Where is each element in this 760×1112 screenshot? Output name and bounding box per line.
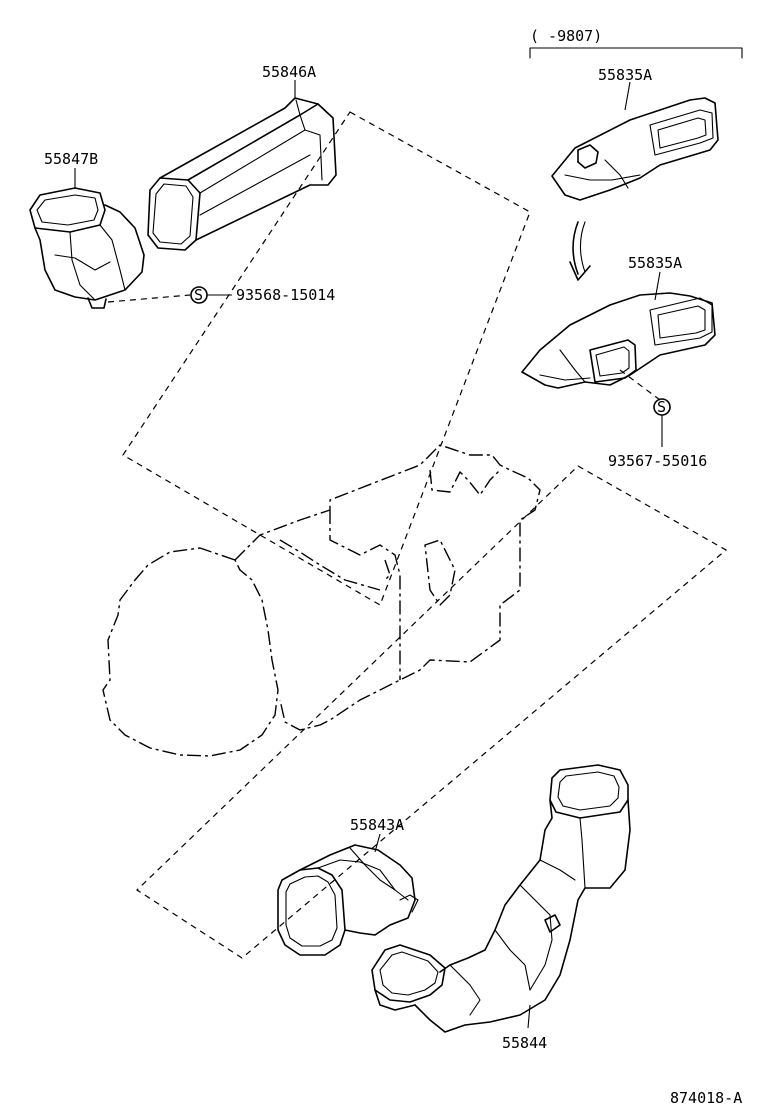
label-55844: 55844 (502, 1034, 547, 1052)
label-55846A: 55846A (262, 63, 316, 81)
label-93568-15014: 93568-15014 (236, 286, 335, 304)
date-range-label: ( -9807) (530, 27, 602, 45)
duct-55847B (29, 187, 145, 309)
upper-assembly-boundary (122, 111, 531, 606)
label-55835A-old: 55835A (598, 66, 652, 84)
heater-unit-phantom (102, 444, 541, 757)
leader-55835A (654, 271, 661, 301)
leader-55835A-old (624, 81, 631, 111)
duct-55844 (371, 764, 631, 1033)
label-55847B: 55847B (44, 150, 98, 168)
label-55835A: 55835A (628, 254, 682, 272)
duct-55835A-old (551, 97, 719, 201)
leader-55843A (374, 833, 381, 853)
duct-55835A (521, 292, 716, 389)
duct-55846A (147, 97, 337, 251)
date-range-bracket (529, 47, 743, 59)
screw-symbol-left: S (194, 286, 203, 304)
duct-55843A (277, 844, 419, 956)
leader-55844 (527, 1004, 531, 1029)
lower-assembly-boundary (136, 465, 728, 959)
replacement-arrow (569, 221, 591, 281)
label-55843A: 55843A (350, 816, 404, 834)
drawing-number: 874018-A (670, 1089, 742, 1107)
label-93567-55016: 93567-55016 (608, 452, 707, 470)
screw-93567-55016 (619, 369, 671, 447)
screw-93568-15014 (107, 286, 232, 304)
screw-symbol-right: S (657, 398, 666, 416)
